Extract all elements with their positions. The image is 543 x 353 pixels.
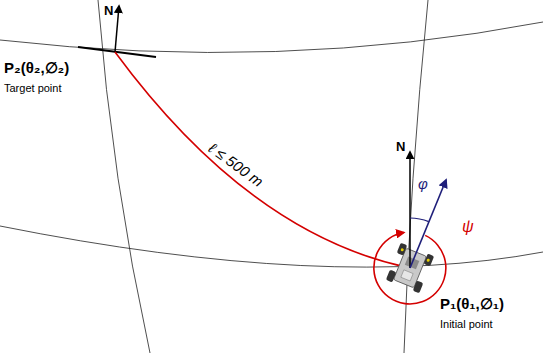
point-label: P₁(θ₁,∅₁) <box>440 296 504 313</box>
heading-arrow <box>410 180 446 268</box>
north-label: N <box>396 140 405 154</box>
point-caption: Initial point <box>440 318 493 330</box>
angle-label: φ <box>418 176 428 193</box>
north-label: N <box>104 4 113 18</box>
distance-label: ℓ ≤ 500 m <box>205 140 266 190</box>
north-arrow <box>115 6 119 52</box>
point-caption: Target point <box>4 82 61 94</box>
angle-label: ψ <box>462 218 474 236</box>
rover-path <box>115 52 410 268</box>
phi-arc <box>410 218 429 222</box>
north-arrow <box>409 152 411 268</box>
psi-arc <box>374 233 446 304</box>
point-label: P₂(θ₂,∅₂) <box>4 60 69 77</box>
